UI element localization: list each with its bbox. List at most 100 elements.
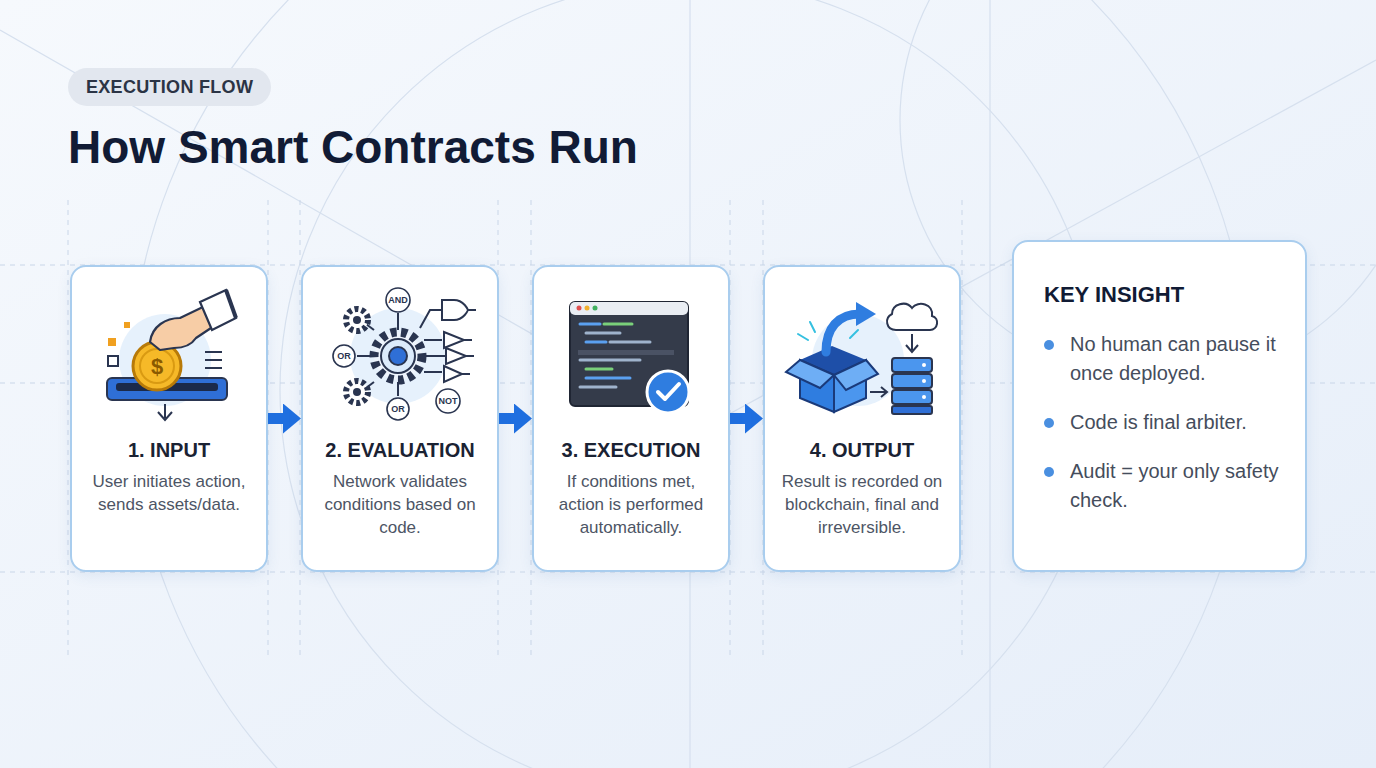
output-icon-part: [834, 360, 878, 390]
step-heading: 3. EXECUTION: [548, 439, 714, 462]
logic-gate-label: OR: [337, 352, 351, 361]
step-heading: 4. OUTPUT: [779, 439, 945, 462]
execution-icon-part-part: [586, 341, 606, 344]
execution-icon-part-part: [580, 386, 616, 389]
output-icon-part-part: [850, 330, 858, 338]
flow-arrow: [730, 413, 745, 424]
input-icon-part: [158, 412, 172, 420]
evaluation-icon-part-part: [357, 355, 370, 357]
box-fill: [533, 266, 729, 571]
input-icon-part: [205, 351, 222, 353]
output-icon-part: [922, 379, 926, 383]
box-fill: [71, 266, 267, 571]
output-icon-part: [856, 302, 876, 326]
execution-icon-part: [593, 306, 598, 311]
insight-bullet: Audit = your only safety check.: [1044, 457, 1283, 515]
execution-icon-part-part: [586, 377, 630, 380]
execution-icon-part-part: [586, 332, 620, 335]
step-description: Network validates conditions based on co…: [317, 470, 483, 539]
step-card: 3. EXECUTIONIf conditions met, action is…: [532, 265, 730, 572]
output-icon-part: [870, 391, 886, 393]
execution-icon-part-part: [610, 341, 650, 344]
grid-lines-part: [962, 200, 963, 660]
coin-symbol: $: [151, 356, 163, 378]
evaluation-icon-part-part: [468, 309, 476, 311]
execution-icon-part: [585, 306, 590, 311]
output-icon-part: [922, 363, 926, 367]
execution-icon-part-part: [580, 359, 640, 362]
input-icon-part: [205, 367, 222, 369]
output-icon-part-part: [798, 334, 808, 340]
output-icon-part: [911, 334, 913, 350]
evaluation-icon-part-part: [464, 339, 472, 341]
evaluation-icon-part-part: [446, 348, 466, 364]
logic-gate-label: OR: [391, 405, 405, 414]
execution-icon-part: [580, 324, 650, 387]
insight-bullet: Code is final arbiter.: [1044, 408, 1283, 437]
step-description: Result is recorded on blockchain, final …: [779, 470, 945, 539]
output-icon-part: [892, 358, 932, 372]
evaluation-icon-part: [436, 389, 460, 413]
input-icon-part: [133, 342, 181, 390]
flow-arrow: [499, 413, 514, 424]
output-icon-part: [881, 387, 887, 397]
section-pill: EXECUTION FLOW: [68, 68, 271, 106]
output-icon-part: [786, 360, 834, 388]
evaluation-icon-part: [346, 309, 368, 331]
box-fill: [302, 266, 498, 571]
evaluation-icon-part-part: [444, 366, 462, 382]
input-icon-part: [164, 404, 166, 418]
decor-circles-part: [989, 0, 990, 768]
output-icon: [786, 302, 937, 414]
evaluation-icon-part: [353, 316, 361, 324]
execution-icon-part: [578, 350, 674, 355]
output-icon-part: [892, 374, 932, 388]
step-card: 1. INPUTUser initiates action, sends ass…: [70, 265, 268, 572]
decor-circles-part: [280, 0, 1100, 768]
page-title: How Smart Contracts Run: [68, 120, 638, 174]
output-icon-part: [887, 304, 937, 330]
step-heading: 2. EVALUATION: [317, 439, 483, 462]
evaluation-icon-part: [386, 288, 410, 312]
evaluation-icon-part: [333, 345, 355, 367]
insight-heading: KEY INSIGHT: [1044, 282, 1283, 308]
input-icon-part: [200, 290, 236, 330]
execution-icon-part: [570, 302, 688, 406]
evaluation-icon-part: [374, 332, 422, 380]
evaluation-icon-part: [381, 339, 415, 373]
insight-panel: KEY INSIGHTNo human can pause it once de…: [1012, 240, 1307, 572]
logic-gate-label: NOT: [439, 397, 458, 406]
box-fills: [71, 241, 1306, 571]
input-icon-part: [226, 290, 236, 318]
step-card: 2. EVALUATION Network validates condition…: [301, 265, 499, 572]
evaluation-icon-part: [357, 300, 476, 396]
execution-icon-part: [577, 306, 582, 311]
grid-lines: [0, 200, 1376, 660]
output-icon-part: [826, 314, 860, 352]
execution-icon-part: [658, 384, 679, 399]
evaluation-icon-part: [346, 381, 368, 403]
execution-icon-part: [570, 302, 688, 315]
evaluation-icon-part: [387, 398, 409, 420]
evaluation-icon-part: [353, 388, 361, 396]
evaluation-icon: [333, 288, 476, 420]
box-fill: [1013, 241, 1306, 571]
evaluation-icon-part-part: [397, 313, 399, 330]
input-icon-part: [124, 322, 130, 328]
grid-lines-part: [68, 200, 69, 660]
output-icon-part-part: [810, 322, 815, 332]
step-card: 4. OUTPUT Result is recorded on blockchai…: [763, 265, 961, 572]
execution-icon-part-part: [604, 323, 632, 326]
evaluation-icon-part-part: [466, 355, 474, 357]
section-tag: EXECUTION FLOW: [86, 68, 253, 106]
output-icon-part: [798, 322, 858, 340]
flow-arrow: [268, 413, 283, 424]
step-description: User initiates action, sends assets/data…: [86, 470, 252, 516]
input-icon: [107, 290, 236, 420]
input-icon-part: [205, 359, 222, 361]
input-icon-part: [108, 356, 118, 366]
evaluation-icon-part: [389, 347, 407, 365]
